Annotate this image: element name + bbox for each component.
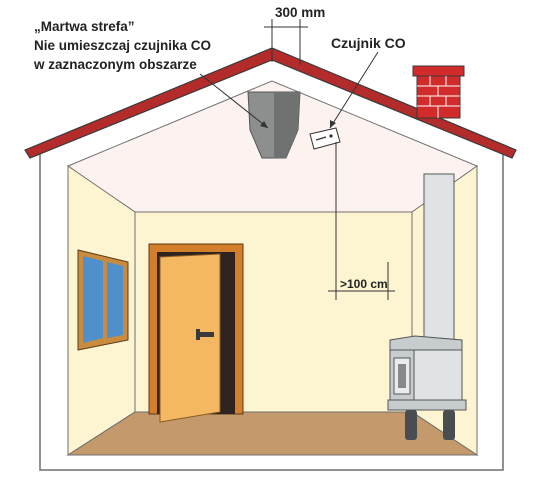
dead-zone-leader (199, 73, 269, 129)
co-detector-icon (309, 127, 341, 150)
door-icon (148, 243, 244, 423)
detector-leader (329, 51, 379, 129)
detector-label: Czujnik CO (331, 35, 406, 51)
dimension-100cm (328, 142, 395, 300)
stove-pipe (423, 173, 455, 345)
dimension-300mm (264, 19, 308, 65)
stove-icon (387, 335, 467, 440)
window-icon (77, 249, 129, 351)
chimney-icon (412, 65, 465, 119)
gap-label: 300 mm (275, 5, 325, 20)
distance-label: >100 cm (340, 277, 388, 291)
dead-zone-label-line2: Nie umieszczaj czujnika CO (34, 38, 211, 53)
floor (66, 411, 479, 456)
dead-zone-label-line3: w zaznaczonym obszarze (33, 57, 197, 72)
detector-leader-arrow (330, 120, 336, 128)
dead-zone-label-line1: „Martwa strefa” (34, 19, 135, 34)
dead-zone-leader-arrow (260, 121, 268, 128)
dead-zone-shade (274, 92, 300, 158)
